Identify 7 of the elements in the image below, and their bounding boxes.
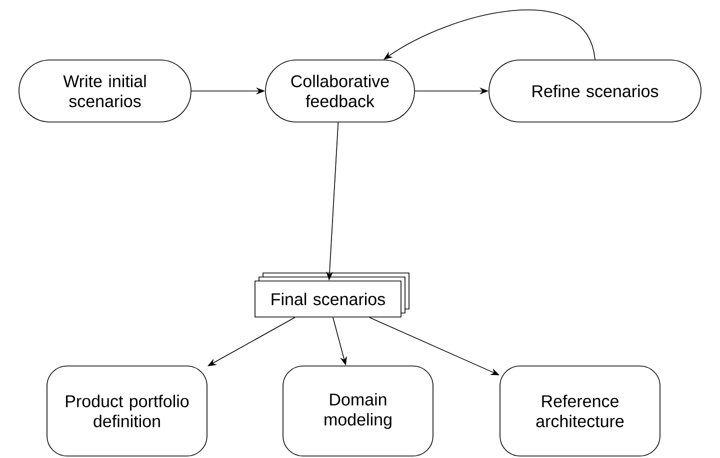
document-stack: Final scenarios [254,272,410,318]
process-box: Refine scenarios [488,60,702,122]
output-box: Product portfolio definition [46,366,208,456]
output-box: Domain modeling [282,366,434,456]
output-box: Reference architecture [500,366,660,456]
process-box: Collaborative feedback [265,60,415,122]
process-box: Write initial scenarios [18,60,192,122]
